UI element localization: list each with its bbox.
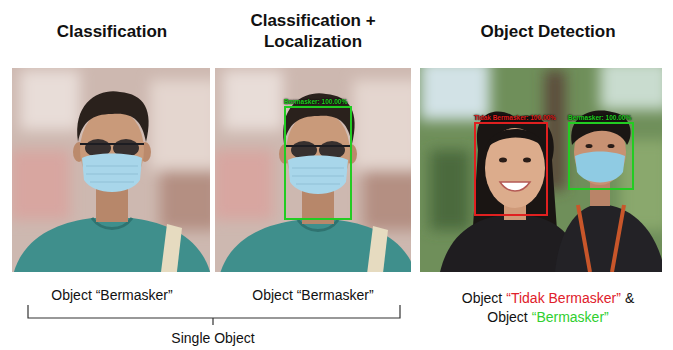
caption: Single Object [133, 329, 293, 347]
photo-3 [420, 68, 662, 272]
camera-strap [578, 205, 624, 272]
blur-patch [12, 150, 70, 220]
caption-line: Object“Tidak Bermasker”& [462, 289, 634, 307]
caption-part: “Tidak Bermasker” [506, 289, 621, 307]
woman-fringe [485, 129, 546, 150]
eye [586, 144, 593, 148]
bounding-box: Bermasker: 100.00% [568, 122, 634, 190]
eye [523, 158, 531, 163]
column-heading: Classification + Localization [250, 10, 376, 52]
caption: Object “Bermasker” [17, 286, 207, 304]
person [12, 91, 210, 272]
blur-patch [363, 170, 411, 230]
detection-label: Bermasker: 100.00% [568, 113, 631, 122]
smile [500, 182, 530, 191]
blur-patch [215, 150, 273, 220]
face-mask [575, 152, 625, 183]
foliage [430, 150, 470, 230]
blur-patch [160, 170, 210, 230]
column-heading: Object Detection [433, 21, 663, 42]
woman-face [485, 128, 545, 208]
column-heading: Classification [17, 21, 207, 42]
sky [420, 68, 490, 120]
bounding-box: Tidak Bermasker: 100.00% [474, 122, 548, 216]
photo-1 [12, 68, 210, 272]
photo-2 [215, 68, 411, 272]
bounding-box: Bermasker: 100.00% [284, 106, 352, 220]
eye [608, 144, 615, 148]
blur-patch [223, 70, 283, 130]
detection-label: Bermasker: 100.00% [284, 97, 347, 106]
caption-part: “Bermasker” [532, 308, 609, 326]
blur-patch [150, 80, 210, 170]
caption-line: Object “Bermasker” [487, 308, 608, 326]
blur-patch [353, 80, 411, 170]
bracket [28, 305, 400, 325]
caption: Object “Bermasker” [218, 286, 408, 304]
caption-part: Object [462, 289, 502, 307]
person [218, 93, 411, 272]
man-shirt [555, 204, 662, 272]
detection-label: Tidak Bermasker: 100.00% [474, 113, 556, 122]
sky [600, 68, 662, 110]
blur-patch [20, 70, 80, 130]
caption-part: Object [487, 308, 527, 326]
eye [499, 158, 507, 163]
caption-part: & [625, 289, 634, 307]
